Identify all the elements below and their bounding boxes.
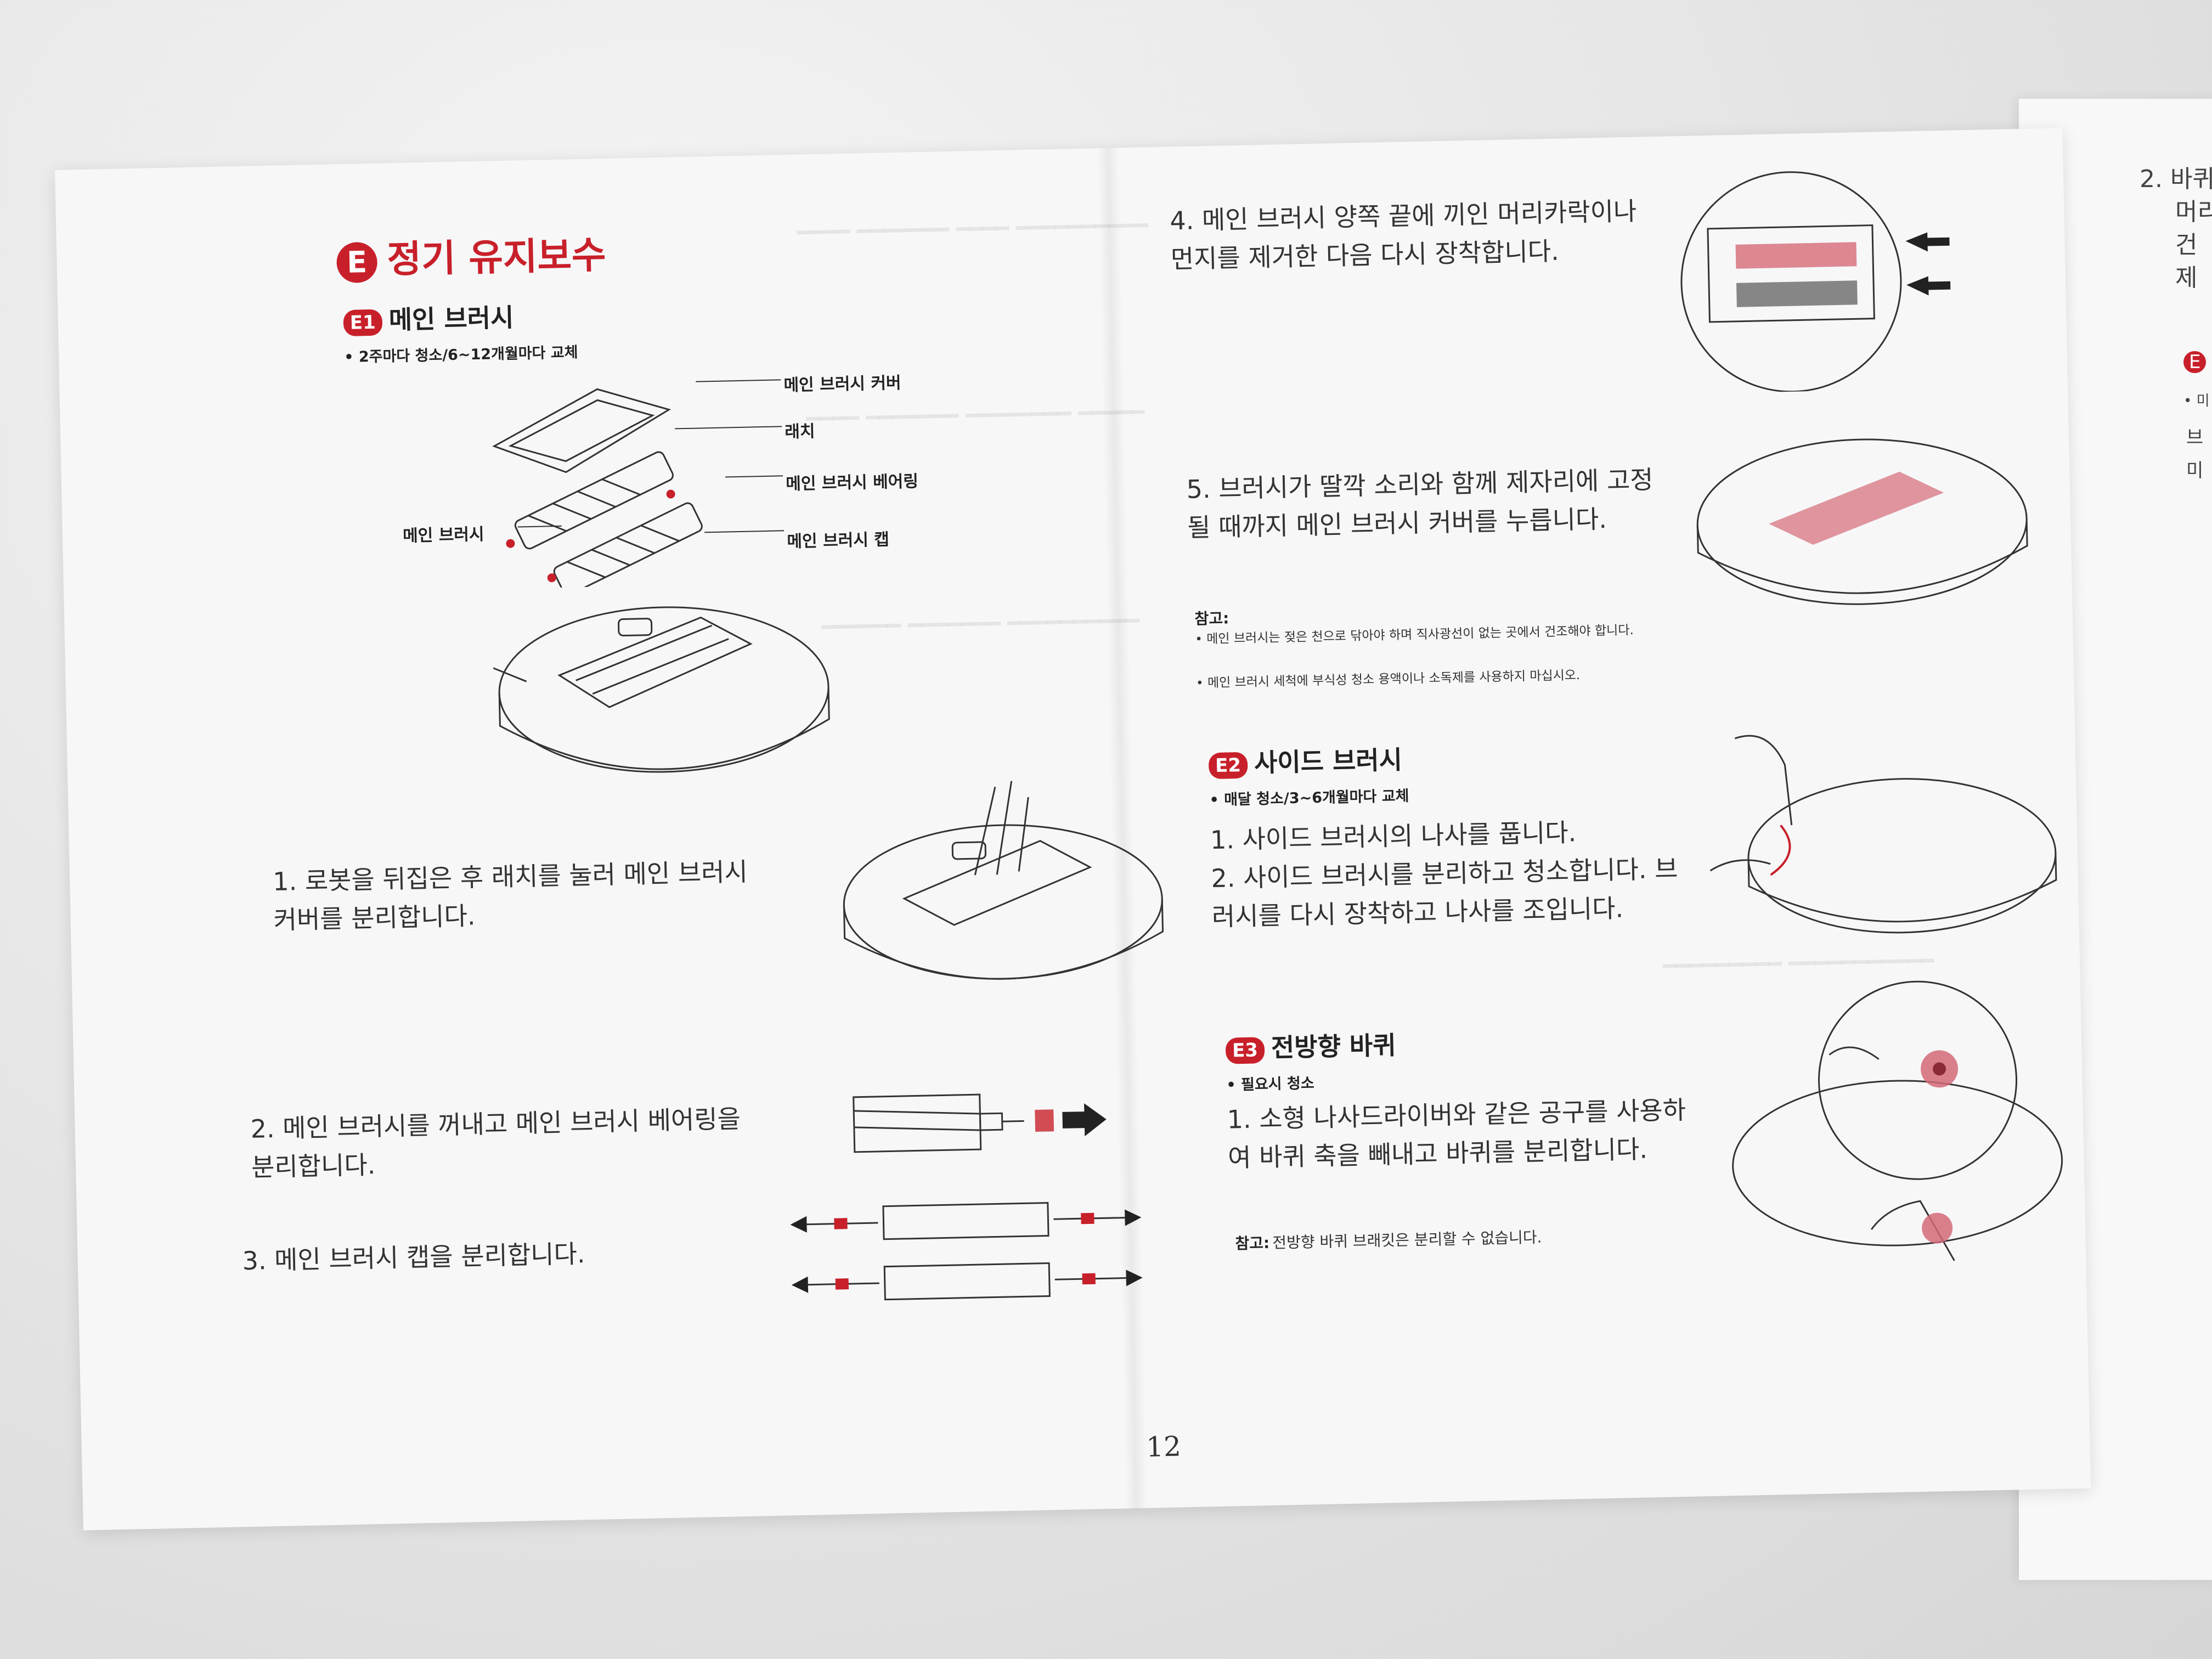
e3-note: 참고: 전방향 바퀴 브래킷은 분리할 수 없습니다. (1235, 1226, 1542, 1255)
page-number: 12 (1146, 1430, 1182, 1463)
e1-badge: E1 (343, 309, 383, 336)
cap-removal-illustration (785, 1189, 1160, 1318)
next-page-line: • 미 (2183, 393, 2210, 409)
e1-step-5: 5. 브러시가 딸깍 소리와 함께 제자리에 고정될 때까지 메인 브러시 커버… (1186, 465, 1654, 543)
next-page-line: 브 (2186, 427, 2204, 449)
e1-step-1: 1. 로봇을 뒤집은 후 래치를 눌러 메인 브러시 커버를 분리합니다. (272, 856, 748, 935)
e1-note-2: • 메인 브러시 세척에 부식성 청소 용액이나 소독제를 사용하지 마십시오. (1195, 668, 1581, 691)
e2-schedule: • 매달 청소/3~6개월마다 교체 (1209, 787, 1409, 809)
robot-underside-illustration (492, 593, 837, 809)
e3-schedule: • 필요시 청소 (1226, 1075, 1314, 1094)
e1-note-1: • 메인 브러시는 젖은 천으로 닦아야 하며 직사광선이 없는 곳에서 건조해… (1195, 623, 1634, 647)
section-badge: E (336, 242, 378, 284)
e3-title: 전방향 바퀴 (1271, 1030, 1397, 1063)
brush-reinstall-illustration (1673, 156, 2018, 394)
show-through-text: ━━━━ ━━━━━━━ ━━━━ ━━━━━━━━━━ (797, 213, 1149, 246)
e3-step-1: 1. 소형 나사드라이버와 같은 공구를 사용하여 바퀴 축을 빼내고 바퀴를 … (1227, 1095, 1686, 1173)
e3-badge: E3 (1225, 1036, 1265, 1064)
next-page-line: 머리 (2175, 198, 2212, 226)
show-through-text: ━━━━━━ ━━━━━━━ ━━━━━━━━━━ (821, 608, 1140, 640)
show-through-text: ━━━━ ━━━━━━━ ━━━━━━━━ ━━━━━ (806, 399, 1145, 432)
e3-note-text: 전방향 바퀴 브래킷은 분리할 수 없습니다. (1272, 1228, 1542, 1252)
e1-step-3: 3. 메인 브러시 캡을 분리합니다. (242, 1239, 585, 1276)
next-page-line: 건 (2175, 231, 2198, 259)
side-brush-illustration (1702, 710, 2069, 975)
manual-page: ━━━━ ━━━━━━━ ━━━━ ━━━━━━━━━━ ━━━━ ━━━━━━… (55, 128, 2091, 1531)
e1-note-title: 참고: (1194, 609, 1229, 628)
bearing-removal-illustration (842, 1080, 1151, 1164)
e1-step-2: 2. 메인 브러시를 꺼내고 메인 브러시 베어링을 분리합니다. (250, 1104, 741, 1182)
e1-title: 메인 브러시 (388, 302, 514, 335)
label-cover: 메인 브러시 커버 (783, 373, 901, 396)
e2-title: 사이드 브러시 (1254, 744, 1403, 778)
e3-note-title: 참고: (1235, 1234, 1270, 1253)
next-page-line: 2. 바퀴 (2140, 165, 2212, 193)
next-page-line: 제 (2175, 264, 2198, 292)
section-title-text: 정기 유지보수 (386, 234, 607, 282)
omni-wheel-illustration (1718, 973, 2076, 1287)
label-bearing: 메인 브러시 베어링 (785, 472, 919, 494)
main-brush-parts-illustration (487, 375, 755, 589)
next-page-badge: E (2183, 351, 2207, 373)
label-leader-lines (465, 374, 798, 556)
cover-press-illustration (1685, 425, 2045, 630)
e1-step-4: 4. 메인 브러시 양쪽 끝에 끼인 머리카락이나 먼지를 제거한 다음 다시 … (1169, 196, 1637, 274)
e2-badge: E2 (1208, 752, 1248, 779)
e2-step-2: 2. 사이드 브러시를 분리하고 청소합니다. 브러시를 다시 장착하고 나사를… (1210, 854, 1678, 932)
next-page-line: 미 (2186, 460, 2204, 482)
robot-hand-illustration (831, 772, 1176, 1032)
label-cap: 메인 브러시 캡 (787, 530, 890, 552)
e1-schedule: • 2주마다 청소/6~12개월마다 교체 (343, 344, 578, 366)
